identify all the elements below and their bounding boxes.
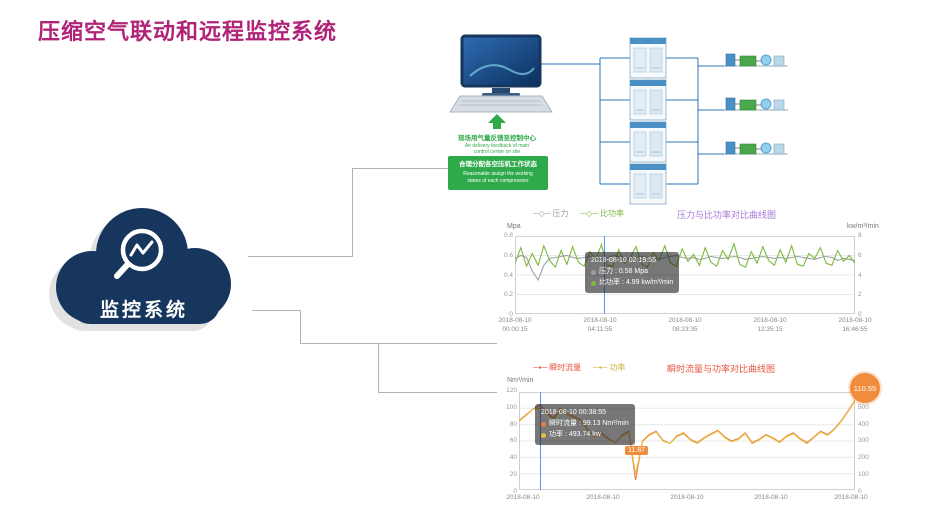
air-equipment-icon <box>723 53 789 67</box>
chart2-tooltip: 2018-08-10 00:38:55 瞬时流量 : 99.13 Nm³/min… <box>535 404 635 445</box>
chart2-title: 瞬时流量与功率对比曲线图 <box>667 364 776 374</box>
connector-line <box>378 343 379 392</box>
control-computer-icon <box>449 34 553 113</box>
chart2-legend: ─▪─ 瞬时流量 ─▪─ 功率 <box>533 362 625 373</box>
assign-box-en1: Reasonable assign the working <box>463 171 533 177</box>
chart1-left-unit: Mpa <box>507 223 521 230</box>
line-diamond-marker-icon: ─◇─ <box>533 209 551 218</box>
assign-box-en2: states of each compressors <box>467 178 529 184</box>
pressure-power-chart: ─◇─ 压力 ─◇─ 比功率 压力与比功率对比曲线图 Mpa kw/m³/min… <box>497 206 885 348</box>
feedback-arrow-icon <box>488 114 506 129</box>
chart2-x-tick: 2018-08-10 <box>834 494 868 501</box>
assign-box <box>448 156 548 190</box>
legend-item-pressure[interactable]: ─◇─ 压力 <box>533 209 569 218</box>
legend-item-flow[interactable]: ─▪─ 瞬时流量 <box>533 363 582 372</box>
series-dot <box>541 421 546 427</box>
magnifier-trend-icon <box>114 228 164 279</box>
topology-diagram: 现场用气量反馈至控制中心 Air delivery feedback of ma… <box>440 28 830 208</box>
series-dot <box>591 280 596 286</box>
feedback-caption-cn: 现场用气量反馈至控制中心 <box>458 133 537 142</box>
connector-line <box>352 168 462 169</box>
chart1-title: 压力与比功率对比曲线图 <box>677 210 777 220</box>
legend-item-specific-power[interactable]: ─◇─ 比功率 <box>580 209 625 218</box>
legend-item-power[interactable]: ─▪─ 功率 <box>593 363 626 372</box>
line-square-marker-icon: ─▪─ <box>593 363 608 372</box>
line-diamond-marker-icon: ─◇─ <box>580 209 599 218</box>
cloud-label: 监控系统 <box>100 298 188 321</box>
chart2-x-tick: 2018-08-10 <box>670 494 704 501</box>
connector-line <box>300 310 301 343</box>
compressor-icon <box>629 79 667 121</box>
feedback-caption-en1: Air delivery feedback of main <box>465 143 529 149</box>
air-equipment-icon <box>723 97 789 111</box>
series-dot <box>541 432 546 438</box>
chart2-x-tick: 2018-08-10 <box>754 494 788 501</box>
connector-line <box>300 343 505 344</box>
chart1-tooltip: 2018-08-10 02:19:55 压力 : 0.58 Mpa 比功率 : … <box>585 252 680 293</box>
connector-line <box>352 168 353 257</box>
series-dot <box>591 269 596 275</box>
flow-power-chart: ─▪─ 瞬时流量 ─▪─ 功率 瞬时流量与功率对比曲线图 Nm³/min 120… <box>497 360 885 529</box>
connector-line <box>252 310 300 311</box>
network-lines <box>540 57 724 185</box>
connector-line <box>248 256 352 257</box>
low-point-marker: 11.87 <box>625 446 648 455</box>
chart2-x-tick: 2018-08-10 <box>506 494 540 501</box>
compressor-icon <box>629 37 667 79</box>
compressor-icon <box>629 121 667 163</box>
chart1-legend: ─◇─ 压力 ─◇─ 比功率 <box>533 208 624 219</box>
connector-line <box>378 392 500 393</box>
current-value-badge: 110.55 <box>850 373 880 403</box>
page-title: 压缩空气联动和远程监控系统 <box>38 19 338 44</box>
compressor-icon <box>629 163 667 205</box>
air-equipment-icon <box>723 141 789 155</box>
assign-box-cn: 合理分配各空压机工作状态 <box>458 159 538 168</box>
chart2-left-unit: Nm³/min <box>507 377 534 384</box>
chart1-plot-area[interactable] <box>515 236 855 314</box>
chart1-right-unit: kw/m³/min <box>847 223 879 230</box>
feedback-caption-en2: control center on site <box>474 149 521 155</box>
line-square-marker-icon: ─▪─ <box>533 363 548 372</box>
chart2-x-tick: 2018-08-10 <box>586 494 620 501</box>
monitoring-cloud: 监控系统 <box>30 192 255 347</box>
